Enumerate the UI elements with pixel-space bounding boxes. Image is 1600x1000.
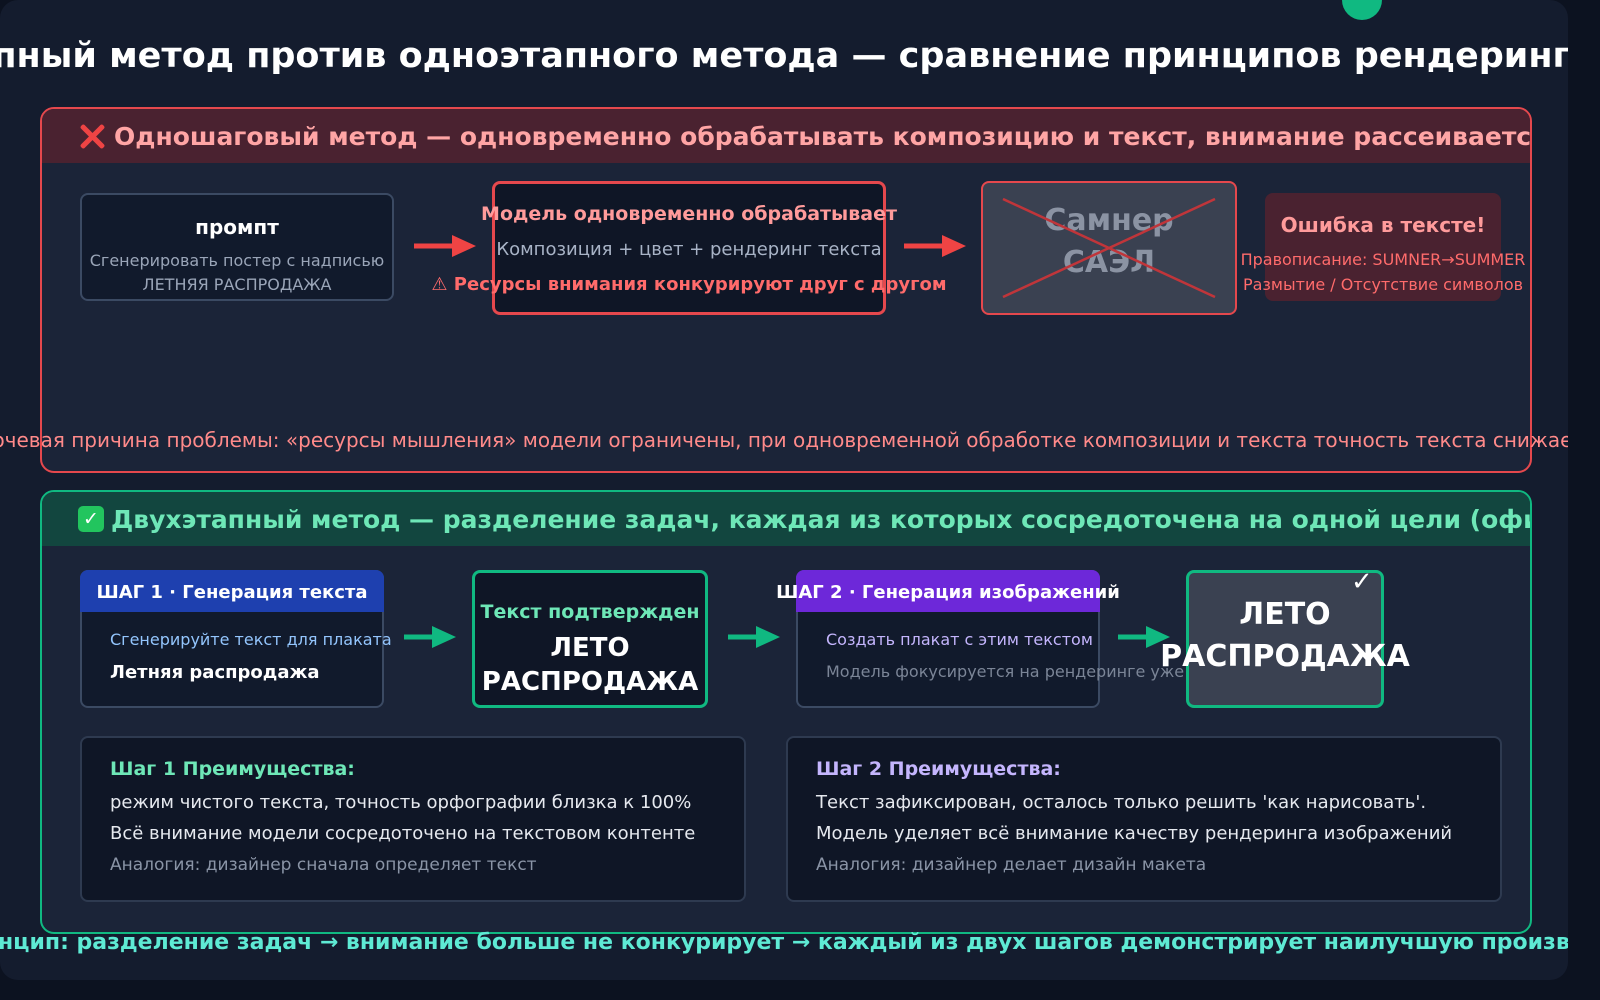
adv2-line1: Текст зафиксирован, осталось только реши…: [816, 792, 1427, 813]
two-step-header-text: Двухэтапный метод — разделение задач, ка…: [111, 504, 1530, 534]
step1-badge-label: ШАГ 1 · Генерация текста: [96, 582, 368, 603]
good-poster-line1: ЛЕТО: [1239, 597, 1331, 632]
step1-line2: Летняя распродажа: [110, 662, 320, 683]
page-title: Двухэтапный метод против одноэтапного ме…: [0, 36, 1568, 76]
step1-line1: Сгенерируйте текст для плаката: [110, 630, 392, 649]
adv1-line2: Всё внимание модели сосредоточено на тек…: [110, 823, 696, 844]
step2-box: ШАГ 2 · Генерация изображений Создать пл…: [776, 570, 1339, 708]
step2-advantages-card: Шаг 2 Преимущества: Текст зафиксирован, …: [786, 736, 1502, 902]
error-line1: Правописание: SUMNER→SUMMER: [1240, 250, 1526, 269]
good-poster: ✓ ЛЕТО РАСПРОДАЖА: [1160, 567, 1410, 708]
step2-line1: Создать плакат с этим текстом: [826, 630, 1093, 649]
strike-cross-icon: [1002, 197, 1216, 299]
attention-warning: ⚠ Ресурсы внимания конкурируют друг с др…: [431, 274, 947, 295]
cross-mark-icon: [78, 122, 106, 150]
prompt-title: промпт: [195, 215, 279, 239]
step1-advantages-card: Шаг 1 Преимущества: режим чистого текста…: [80, 736, 746, 902]
bad-poster-line1: Самнер: [1044, 203, 1174, 238]
prompt-line1: Сгенерировать постер с надписью: [89, 251, 385, 270]
step1-badge: [80, 570, 384, 612]
diagram-canvas: Двухэтапный метод против одноэтапного ме…: [0, 0, 1568, 980]
adv2-title: Шаг 2 Преимущества:: [816, 758, 1061, 780]
good-poster-line2: РАСПРОДАЖА: [1160, 639, 1410, 674]
prompt-line2: ЛЕТНЯЯ РАСПРОДАЖА: [142, 275, 332, 294]
two-step-panel: ✓ Двухэтапный метод — разделение задач, …: [40, 490, 1532, 934]
arrow-prompt-to-model: [414, 235, 476, 257]
check-mark-icon: ✓: [78, 506, 104, 532]
arrow-step1-to-confirmed: [404, 626, 456, 648]
adv2-line3: Аналогия: дизайнер делает дизайн макета: [816, 855, 1207, 875]
error-line2: Размытие / Отсутствие символов: [1242, 275, 1524, 294]
poster-check-icon: ✓: [1351, 567, 1373, 597]
arrow-model-to-poster: [904, 235, 966, 257]
model-title: Модель одновременно обрабатывает: [481, 203, 897, 225]
adv2-line2: Модель уделяет всё внимание качеству рен…: [816, 823, 1453, 844]
text-confirmed-box: Текст подтвержден ЛЕТО РАСПРОДАЖА: [472, 570, 708, 708]
root-cause-note: Ключевая причина проблемы: «ресурсы мышл…: [0, 428, 1568, 452]
bad-poster: Самнер САЭЛ: [981, 181, 1237, 315]
confirmed-line2: РАСПРОДАЖА: [481, 667, 699, 697]
error-title: Ошибка в тексте!: [1280, 213, 1486, 237]
step1-box: ШАГ 1 · Генерация текста Сгенерируйте те…: [80, 570, 392, 708]
model-desc: Композиция + цвет + рендеринг текста: [496, 239, 882, 260]
model-box: [492, 181, 886, 315]
arrow-confirmed-to-step2: [728, 626, 780, 648]
step2-badge-label: ШАГ 2 · Генерация изображений: [776, 582, 1120, 603]
one-step-header: Одношаговый метод — одновременно обрабат…: [42, 109, 1530, 163]
status-dot: [1342, 0, 1382, 20]
one-step-header-text: Одношаговый метод — одновременно обрабат…: [114, 121, 1530, 151]
adv1-line1: режим чистого текста, точность орфографи…: [110, 792, 692, 813]
adv1-title: Шаг 1 Преимущества:: [110, 758, 355, 780]
prompt-box: промпт Сгенерировать постер с надписью Л…: [80, 193, 394, 301]
step2-badge: [796, 570, 1100, 612]
confirmed-line1: ЛЕТО: [550, 633, 630, 663]
arrow-step2-to-poster: [1118, 626, 1170, 648]
confirmed-title: Текст подтвержден: [480, 601, 700, 623]
two-step-header: ✓ Двухэтапный метод — разделение задач, …: [42, 492, 1530, 546]
core-principle-note: Основной принцип: разделение задач → вни…: [0, 930, 1568, 955]
one-step-panel: Одношаговый метод — одновременно обрабат…: [40, 107, 1532, 473]
adv1-line3: Аналогия: дизайнер сначала определяет те…: [110, 855, 537, 875]
error-box: [1265, 193, 1501, 301]
